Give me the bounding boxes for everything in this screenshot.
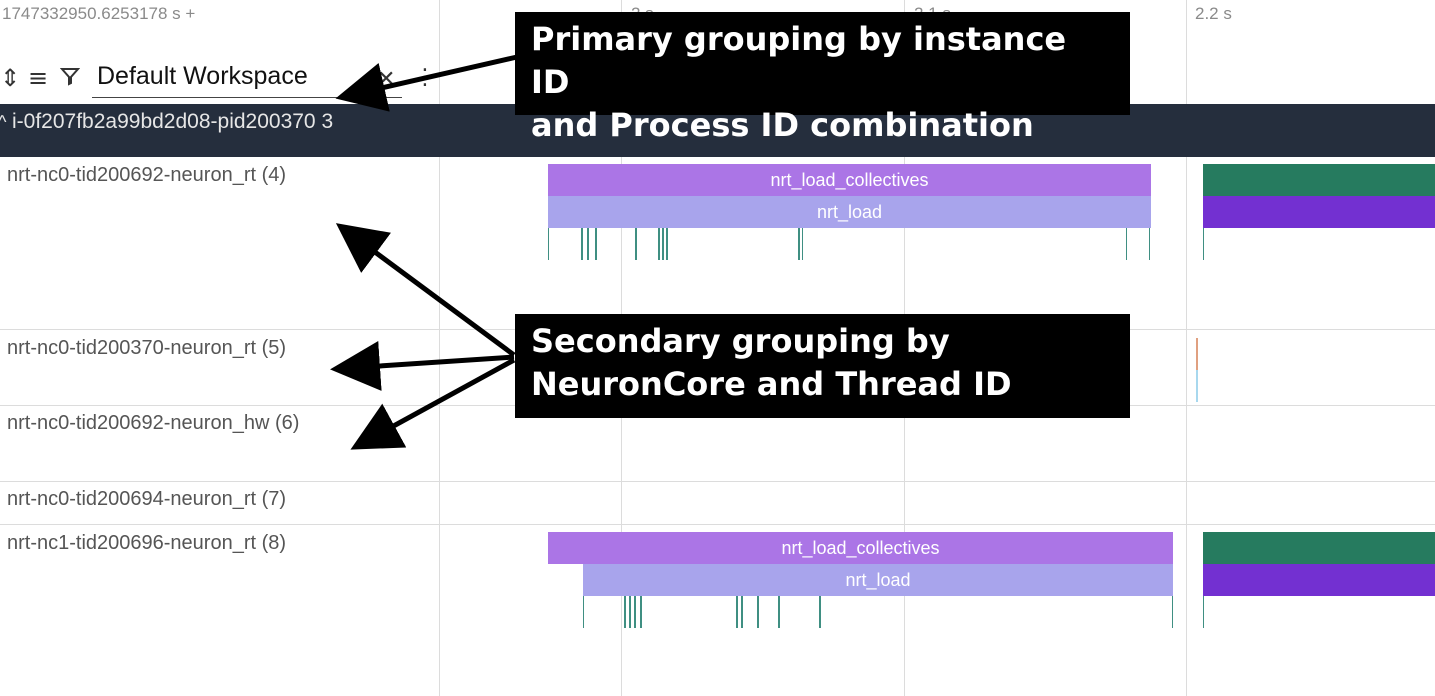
track-divider	[0, 524, 1435, 525]
lines-icon[interactable]: ≡	[28, 64, 49, 92]
event-tick[interactable]	[595, 228, 597, 260]
event-tick[interactable]	[658, 228, 660, 260]
event-tick[interactable]	[1196, 370, 1198, 402]
event-tick[interactable]	[798, 228, 800, 260]
event-tick[interactable]	[548, 228, 549, 260]
secondary-arrow-1	[335, 223, 516, 358]
grid-line	[1186, 0, 1187, 696]
event-tick[interactable]	[624, 596, 626, 628]
event-tick[interactable]	[583, 596, 584, 628]
callout-line: Primary grouping by instance ID	[531, 20, 1067, 101]
callout-line: and Process ID combination	[531, 106, 1034, 144]
event-tick[interactable]	[581, 228, 583, 260]
event-tick[interactable]	[819, 596, 821, 628]
callout-line: Secondary grouping by	[531, 322, 950, 360]
primary-arrow	[335, 54, 518, 112]
track-label[interactable]: nrt-nc0-tid200694-neuron_rt (7)	[7, 488, 287, 510]
workspace-underline	[92, 97, 402, 98]
slice-purple[interactable]	[1203, 196, 1435, 228]
event-tick[interactable]	[802, 228, 803, 260]
collapse-icon[interactable]: ⇕	[0, 64, 21, 92]
primary-grouping-callout: Primary grouping by instance ID and Proc…	[515, 12, 1130, 144]
process-group-label: i-0f207fb2a99bd2d08-pid200370 3	[12, 110, 334, 133]
track-label[interactable]: nrt-nc0-tid200692-neuron_rt (4)	[7, 164, 287, 186]
slice-nrt-load-collectives[interactable]: nrt_load_collectives	[548, 532, 1173, 564]
slice-nrt-load[interactable]: nrt_load	[583, 564, 1173, 596]
track-label[interactable]: nrt-nc0-tid200370-neuron_rt (5)	[7, 337, 287, 359]
slice-nrt-load-collectives[interactable]: nrt_load_collectives	[548, 164, 1151, 196]
event-tick[interactable]	[587, 228, 589, 260]
event-tick[interactable]	[635, 228, 637, 260]
event-tick[interactable]	[1172, 596, 1173, 628]
event-tick[interactable]	[778, 596, 780, 628]
event-tick[interactable]	[1126, 228, 1127, 260]
time-tick: 2.2 s	[1195, 4, 1232, 23]
slice-green[interactable]	[1203, 164, 1435, 196]
callout-line: NeuronCore and Thread ID	[531, 365, 1012, 403]
secondary-grouping-callout: Secondary grouping by NeuronCore and Thr…	[515, 314, 1130, 418]
event-tick[interactable]	[1149, 228, 1150, 260]
event-tick[interactable]	[640, 596, 642, 628]
secondary-arrow-2	[330, 341, 515, 391]
track-label[interactable]: nrt-nc1-tid200696-neuron_rt (8)	[7, 532, 287, 554]
workspace-selector[interactable]: Default Workspace	[97, 62, 308, 90]
slice-green[interactable]	[1203, 532, 1435, 564]
timestamp-origin: 1747332950.6253178 s +	[2, 4, 196, 23]
track-divider	[0, 481, 1435, 482]
chevron-up-icon[interactable]: ^	[0, 112, 7, 132]
secondary-arrow-3	[350, 357, 516, 450]
funnel-icon[interactable]	[59, 64, 81, 92]
event-tick[interactable]	[634, 596, 636, 628]
event-tick[interactable]	[757, 596, 759, 628]
event-tick[interactable]	[1203, 228, 1204, 260]
event-tick[interactable]	[736, 596, 738, 628]
event-tick[interactable]	[741, 596, 743, 628]
event-tick[interactable]	[1196, 338, 1198, 370]
event-tick[interactable]	[629, 596, 631, 628]
track-label[interactable]: nrt-nc0-tid200692-neuron_hw (6)	[7, 412, 300, 434]
event-tick[interactable]	[662, 228, 664, 260]
event-tick[interactable]	[666, 228, 668, 260]
slice-nrt-load[interactable]: nrt_load	[548, 196, 1151, 228]
event-tick[interactable]	[1203, 596, 1204, 628]
slice-purple[interactable]	[1203, 564, 1435, 596]
sidebar-divider	[439, 0, 440, 696]
